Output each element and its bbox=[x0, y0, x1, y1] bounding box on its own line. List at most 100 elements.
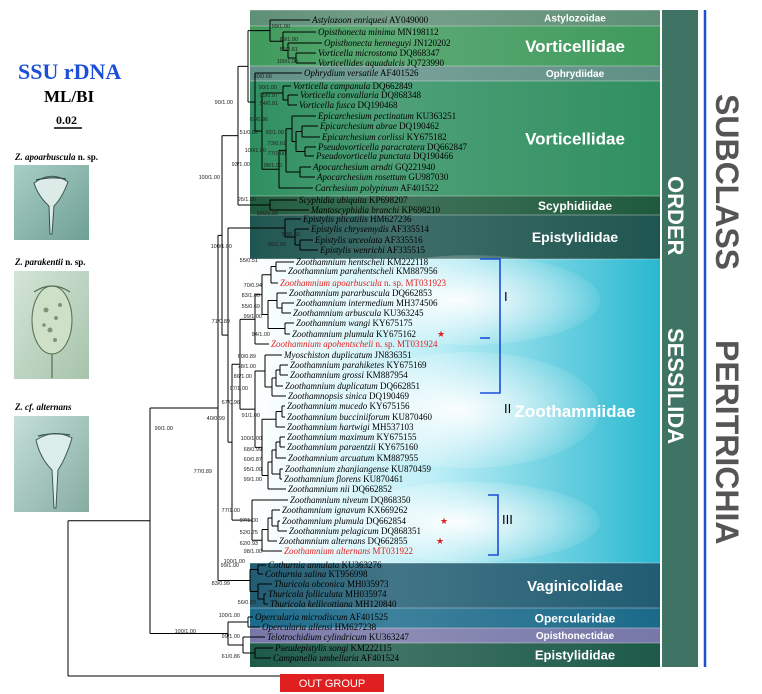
taxon-label: Epistylis plicatilis HM627236 bbox=[302, 214, 412, 224]
family-label-4: Vorticellidae bbox=[525, 130, 625, 149]
subclass-name-label: PERITRICHIA bbox=[709, 340, 745, 544]
support-value: 30/0.66 bbox=[254, 74, 272, 80]
image-1-name: apoarbuscula bbox=[25, 152, 76, 162]
taxon-label: Ophrydium versatile AF401526 bbox=[304, 68, 419, 78]
support-value: 60/0.89 bbox=[238, 354, 256, 360]
support-value: 99/1.00 bbox=[155, 426, 173, 432]
micrograph-3: Z. cf. alternans bbox=[14, 402, 89, 512]
image-2-name: parakentii bbox=[24, 257, 64, 267]
taxon-label: Scyphidia ubiquita KP698207 bbox=[299, 195, 408, 205]
taxon-label: Vorticella fusca DQ190468 bbox=[299, 100, 398, 110]
taxon-label: Epistylis urceolata AF335516 bbox=[314, 235, 423, 245]
order-label: ORDER bbox=[663, 176, 688, 256]
support-value: 100/1.00 bbox=[211, 244, 232, 250]
family-label-6: Epistylididae bbox=[532, 229, 619, 245]
support-value: 100/1.00 bbox=[219, 613, 240, 619]
support-value: 99/1.00 bbox=[221, 563, 239, 569]
clade-brackets: I II III bbox=[480, 258, 513, 556]
svg-text:Z. parakentii n. sp.: Z. parakentii n. sp. bbox=[14, 257, 86, 267]
figure-title: SSU rDNA bbox=[18, 59, 121, 84]
taxon-label: Zoothamnium nii DQ662852 bbox=[288, 484, 392, 494]
outgroup-box bbox=[280, 674, 384, 692]
support-value: 62/0.96 bbox=[250, 117, 268, 123]
support-value: 90/1.00 bbox=[215, 100, 233, 106]
family-label-7: Zoothamniidae bbox=[515, 402, 636, 421]
taxon-label: Mantoscyphidia branchi KP698210 bbox=[310, 205, 441, 215]
taxon-label: Thuricola folliculata MH035974 bbox=[268, 589, 387, 599]
image-2-suffix: n. sp. bbox=[63, 257, 86, 267]
taxon-label: Zoothamnium apoarbuscula n. sp. MT031923 bbox=[280, 278, 447, 288]
taxon-labels: Astylozoon enriquesi AY049000Opisthonect… bbox=[255, 15, 467, 663]
taxon-label: Zoothamnium parahentscheli KM887956 bbox=[288, 266, 438, 276]
support-value: 73/0.61 bbox=[268, 141, 286, 147]
image-3-genus: Z. cf. bbox=[14, 402, 34, 412]
taxon-label: Zoothamnium grossi KM887954 bbox=[290, 370, 408, 380]
order-name-label: SESSILIDA bbox=[663, 328, 688, 444]
taxon-label: Zoothamnium paraentzii KY675160 bbox=[287, 442, 419, 452]
support-value: 67/0.96 bbox=[222, 400, 240, 406]
clade-bracket-I bbox=[480, 258, 501, 394]
taxon-label: Zoothamnium pararbuscula DQ662853 bbox=[289, 288, 433, 298]
taxon-label: Zoothamnium parahiketes KY675169 bbox=[290, 360, 427, 370]
support-value: 55/0.69 bbox=[242, 304, 260, 310]
clade-label-III: III bbox=[502, 512, 513, 527]
taxon-label: Zoothamnium apohentscheli n. sp. MT03192… bbox=[271, 339, 438, 349]
support-value: 71/0.89 bbox=[212, 319, 230, 325]
taxon-label: Zoothamnium bucciniiforum KU870460 bbox=[287, 412, 432, 422]
support-value: 89/1.00 bbox=[280, 37, 298, 43]
taxon-label: Vorticella microstoma DQ868347 bbox=[318, 48, 440, 58]
taxon-label: Zoothamnopsis sinica DQ190469 bbox=[288, 391, 410, 401]
taxon-label: Opisthonecta henneguyi JN120202 bbox=[324, 38, 451, 48]
support-value: 77/1.00 bbox=[222, 508, 240, 514]
taxon-label: Epicarchesium abrae DQ190462 bbox=[319, 121, 439, 131]
taxon-label: Opisthonecta minima MN198112 bbox=[318, 27, 439, 37]
support-value: 51/0.88 bbox=[240, 130, 258, 136]
support-value: 100/1.00 bbox=[245, 148, 266, 154]
support-value: 61/0.86 bbox=[222, 654, 240, 660]
support-value: 91/1.00 bbox=[242, 413, 260, 419]
family-label-11: Epistylididae bbox=[535, 648, 615, 663]
support-values: 99/1.00 89/1.00 85/0.61 100/1.00 30/0.66 90/1… bbox=[155, 24, 300, 660]
support-value: 94/1.00 bbox=[252, 332, 270, 338]
taxon-label: Cothurnia annulata KU363276 bbox=[268, 560, 382, 570]
taxon-label: Epistylis chrysemydis AF335514 bbox=[310, 224, 430, 234]
support-value: 70/0.94 bbox=[244, 283, 262, 289]
support-value: 100/1.00 bbox=[175, 629, 196, 635]
support-value: 100/1.00 bbox=[277, 59, 298, 65]
tree-branches bbox=[67, 19, 322, 677]
taxon-label: Myoschiston duplicatum JN836351 bbox=[283, 350, 412, 360]
taxon-label: Zoothamnium arbuscula KU363245 bbox=[293, 308, 424, 318]
support-value: 83/0.99 bbox=[212, 581, 230, 587]
support-value: 99/1.00 bbox=[222, 634, 240, 640]
taxon-label: Thuricola kellicottiana MH120840 bbox=[270, 599, 397, 609]
support-value: 62/0.93 bbox=[240, 541, 258, 547]
clade-bracket-III bbox=[488, 494, 499, 556]
image-3-name: alternans bbox=[37, 402, 73, 412]
taxon-label: Zoothamnium hartwigi MH537103 bbox=[287, 422, 414, 432]
support-value: 56/0.83 bbox=[238, 600, 256, 606]
family-label-2: Vorticellidae bbox=[525, 37, 625, 56]
family-label-1: Astylozoidae bbox=[544, 14, 606, 25]
taxon-label: Campanella umbellaria AF401524 bbox=[273, 653, 400, 663]
scale-label: 0.02 bbox=[56, 113, 77, 127]
svg-text:Z. apoarbuscula n. sp.: Z. apoarbuscula n. sp. bbox=[14, 152, 98, 162]
taxon-label: Cothurnia salina KT956998 bbox=[265, 569, 368, 579]
taxon-label: Carchesium polypinum AF401522 bbox=[315, 183, 439, 193]
support-value: 97/1.00 bbox=[230, 386, 248, 392]
taxon-label: Zoothamnium duplicatum DQ662851 bbox=[285, 381, 420, 391]
support-value: 85/0.61 bbox=[280, 47, 298, 53]
support-value: 83/1.00 bbox=[242, 293, 260, 299]
support-value: 100/1.00 bbox=[257, 211, 278, 217]
taxon-label: Zoothamnium zhanjiangense KU870459 bbox=[285, 464, 432, 474]
taxon-label: Zoothamnium ignavum KX669262 bbox=[282, 505, 408, 515]
image-1-genus: Z. bbox=[14, 152, 23, 162]
taxon-label: Pseudepistylis songi KM222115 bbox=[274, 643, 392, 653]
taxon-label: Zoothamnium mucedo KY675156 bbox=[287, 401, 410, 411]
taxon-label: Apocarchesium arndti GQ221940 bbox=[312, 162, 436, 172]
highlight-star-icon: ★ bbox=[440, 517, 448, 527]
taxon-label: Astylozoon enriquesi AY049000 bbox=[311, 15, 429, 25]
support-value: 99/1.00 bbox=[244, 314, 262, 320]
family-label-3: Ophrydiidae bbox=[546, 69, 605, 80]
taxon-label: Zoothamnium alternans MT031922 bbox=[284, 546, 413, 556]
taxon-label: Zoothamnium maximum KY675155 bbox=[287, 432, 417, 442]
